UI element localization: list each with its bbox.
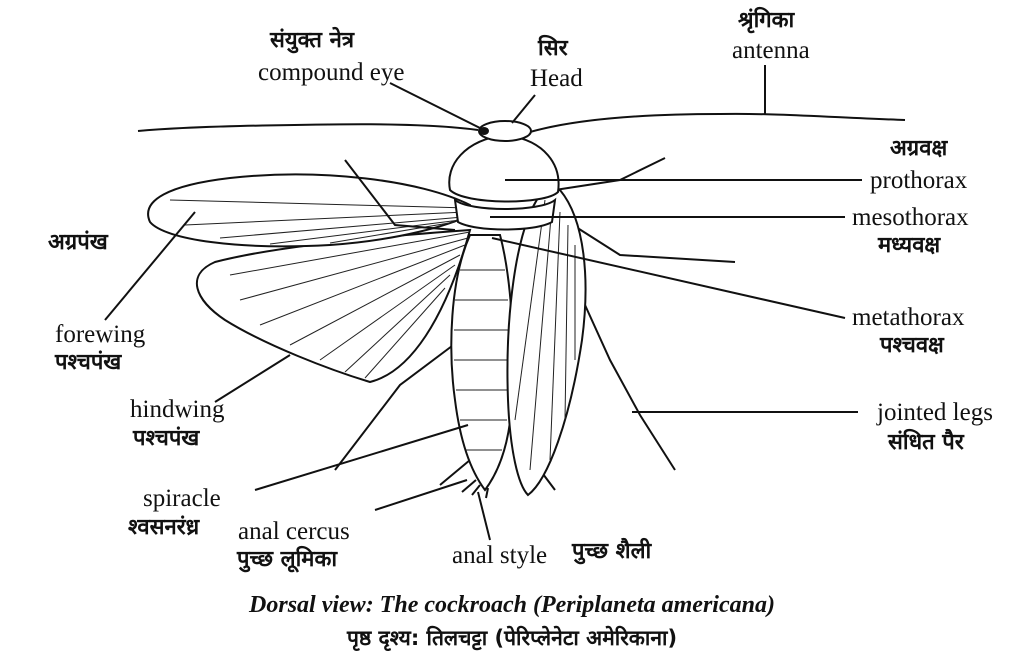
caption-hindi: पृष्ठ दृश्य: तिलचट्टा (पेरिप्लेनेटा अमेर…	[0, 624, 1024, 652]
label-metathorax-hi: पश्चवक्ष	[880, 335, 944, 357]
label-mesothorax-hi: मध्यवक्ष	[878, 235, 940, 257]
label-hindwing-hi: पश्चपंख	[133, 428, 199, 450]
label-compound-eye-en: compound eye	[258, 60, 404, 85]
label-compound-eye-hi: संयुक्त नेत्र	[270, 30, 354, 52]
label-prothorax-en: prothorax	[870, 168, 967, 193]
label-forewing-top-hi: अग्रपंख	[48, 232, 108, 254]
abdomen	[451, 235, 513, 490]
label-anal-style-hi: पुच्छ शैली	[572, 541, 651, 563]
right-antenna	[530, 114, 905, 132]
label-mesothorax-en: mesothorax	[852, 205, 969, 230]
caption-english: Dorsal view: The cockroach (Periplaneta …	[0, 592, 1024, 619]
label-spiracle-en: spiracle	[143, 486, 221, 511]
label-metathorax-en: metathorax	[852, 305, 964, 330]
forewing-right	[507, 190, 585, 495]
compound-eye	[479, 127, 489, 135]
prothorax-shield	[449, 135, 558, 202]
label-head-hi: सिर	[538, 38, 568, 60]
label-anal-style-en: anal style	[452, 543, 547, 568]
label-prothorax-hi: अग्रवक्ष	[890, 138, 947, 160]
label-anal-cercus-en: anal cercus	[238, 519, 350, 544]
label-antenna-en: antenna	[732, 38, 810, 63]
label-forewing-en: forewing	[55, 322, 145, 347]
label-antenna-hi: श्रृंगिका	[738, 10, 794, 32]
label-anal-cercus-hi: पुच्छ लूमिका	[237, 549, 337, 571]
label-head-en: Head	[530, 66, 583, 91]
label-spiracle-hi: श्वसनरंध्र	[128, 517, 199, 539]
label-jointed-legs-en: jointed legs	[877, 400, 993, 425]
label-forewing-hi: पश्चपंख	[55, 352, 121, 374]
left-antenna	[138, 124, 478, 131]
label-jointed-legs-hi: संधित पैर	[888, 432, 964, 454]
label-hindwing-en: hindwing	[130, 397, 224, 422]
